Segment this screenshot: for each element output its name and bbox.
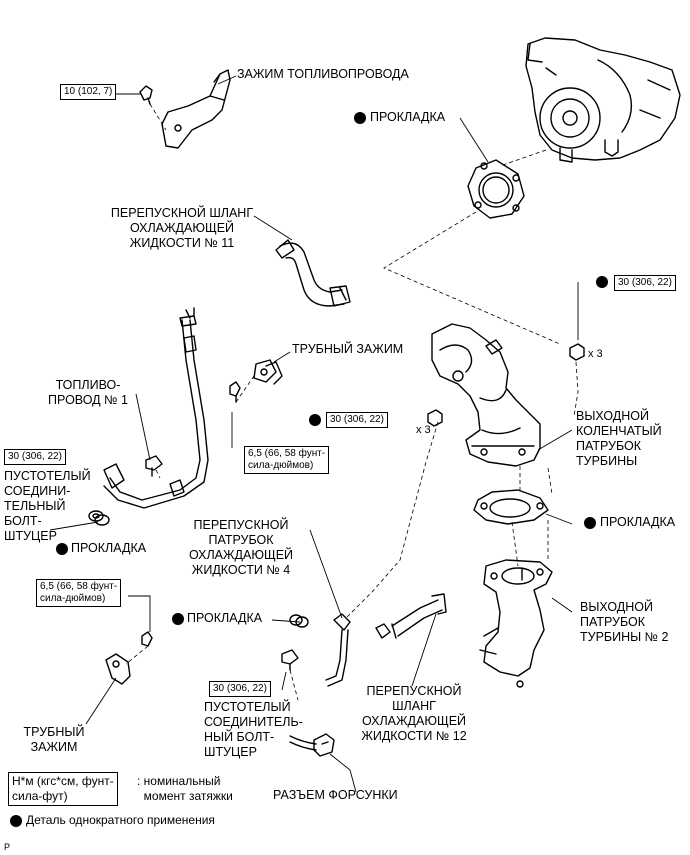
pipe-clamp-top-drawing bbox=[253, 359, 283, 385]
corner-mark: P bbox=[4, 842, 11, 852]
qty-right-nuts: x 3 bbox=[588, 348, 603, 360]
non-reusable-marker bbox=[172, 613, 184, 625]
torque-clamp-bolt: 10 (102, 7) bbox=[60, 84, 117, 100]
qty-mid-nuts: x 3 bbox=[416, 424, 431, 436]
legend-torque-desc: : номинальный момент затяжки bbox=[137, 774, 233, 803]
legend-non-reusable: Деталь однократного применения bbox=[26, 813, 215, 827]
left-clamp-bolt-drawing bbox=[141, 631, 153, 647]
bottom-union-bolt-drawing bbox=[281, 649, 299, 671]
label-gasket-left: ПРОКЛАДКА bbox=[71, 541, 147, 555]
left-union-bolt-drawing bbox=[145, 455, 163, 477]
label-fuel-line-clamp: ЗАЖИМ ТОПЛИВОПРОВОДА bbox=[237, 67, 409, 81]
turbine-outlet-elbow-drawing bbox=[431, 323, 541, 467]
legend-non-reusable-marker bbox=[10, 815, 22, 827]
outlet-gasket-drawing bbox=[473, 489, 549, 525]
torque-left-clamp-bolt: 6,5 (66, 58 фунт- сила-дюймов) bbox=[36, 579, 122, 607]
label-bypass-hose-12: ПЕРЕПУСКНОЙ ШЛАНГ ОХЛАЖДАЮЩЕЙ ЖИДКОСТИ №… bbox=[361, 684, 467, 743]
label-turbine-outlet-pipe-2: ВЫХОДНОЙ ПАТРУБОК ТУРБИНЫ № 2 bbox=[580, 600, 669, 644]
mid-nut-drawing bbox=[427, 409, 443, 427]
mid-gasket-drawing bbox=[289, 614, 309, 628]
label-pipe-clamp-top: ТРУБНЫЙ ЗАЖИМ bbox=[292, 342, 404, 356]
bypass-pipe-4-drawing bbox=[325, 613, 351, 687]
turbo-gasket-drawing bbox=[467, 159, 525, 219]
turbine-outlet-pipe-2-drawing bbox=[479, 559, 553, 688]
hose-clip-drawing bbox=[375, 623, 391, 639]
label-gasket-mid: ПРОКЛАДКА bbox=[187, 611, 263, 625]
torque-pipe-clamp-bolt: 6,5 (66, 58 фунт- сила-дюймов) bbox=[244, 446, 330, 474]
non-reusable-marker bbox=[596, 276, 608, 288]
torque-bottom-union: 30 (306, 22) bbox=[209, 681, 271, 697]
pipe-clamp-bottom-drawing bbox=[105, 653, 131, 685]
label-turbine-outlet-elbow: ВЫХОДНОЙ КОЛЕНЧАТЫЙ ПАТРУБОК ТУРБИНЫ bbox=[576, 409, 662, 468]
non-reusable-marker bbox=[56, 543, 68, 555]
label-gasket-right: ПРОКЛАДКА bbox=[600, 515, 676, 529]
torque-mid-nut: 30 (306, 22) bbox=[326, 412, 388, 428]
non-reusable-marker bbox=[584, 517, 596, 529]
bypass-hose-11-drawing bbox=[275, 239, 351, 307]
injector-connector-drawing bbox=[289, 733, 335, 757]
non-reusable-marker bbox=[309, 414, 321, 426]
torque-right-nut: 30 (306, 22) bbox=[614, 275, 676, 291]
fuel-pipe-1-drawing bbox=[103, 307, 209, 509]
label-bypass-pipe-4: ПЕРЕПУСКНОЙ ПАТРУБОК ОХЛАЖДАЮЩЕЙ ЖИДКОСТ… bbox=[188, 518, 294, 577]
clamp-bolt-drawing bbox=[139, 85, 153, 105]
label-union-bolt-left: ПУСТОТЕЛЫЙ СОЕДИНИ- ТЕЛЬНЫЙ БОЛТ- ШТУЦЕР bbox=[4, 469, 91, 543]
pipe-clamp-bolt-drawing bbox=[229, 381, 241, 403]
legend-torque-units: Н*м (кгс*см, фунт- сила-фут) bbox=[8, 772, 118, 806]
label-fuel-pipe-1: ТОПЛИВО- ПРОВОД № 1 bbox=[48, 378, 128, 407]
label-injector-connector: РАЗЪЕМ ФОРСУНКИ bbox=[273, 788, 398, 802]
fuel-line-clamp-drawing bbox=[161, 69, 231, 149]
right-nut-drawing bbox=[569, 343, 585, 361]
turbocharger-drawing bbox=[525, 37, 681, 163]
bypass-hose-12-drawing bbox=[391, 593, 447, 639]
label-bypass-hose-11: ПЕРЕПУСКНОЙ ШЛАНГ ОХЛАЖДАЮЩЕЙ ЖИДКОСТИ №… bbox=[110, 206, 254, 250]
label-pipe-clamp-bottom: ТРУБНЫЙ ЗАЖИМ bbox=[23, 725, 85, 754]
non-reusable-marker bbox=[354, 112, 366, 124]
label-union-bolt-bottom: ПУСТОТЕЛЫЙ СОЕДИНИТЕЛЬ- НЫЙ БОЛТ- ШТУЦЕР bbox=[204, 700, 303, 759]
left-gasket-drawing bbox=[88, 510, 110, 526]
label-gasket-top: ПРОКЛАДКА bbox=[370, 110, 446, 124]
torque-left-union: 30 (306, 22) bbox=[4, 449, 66, 465]
